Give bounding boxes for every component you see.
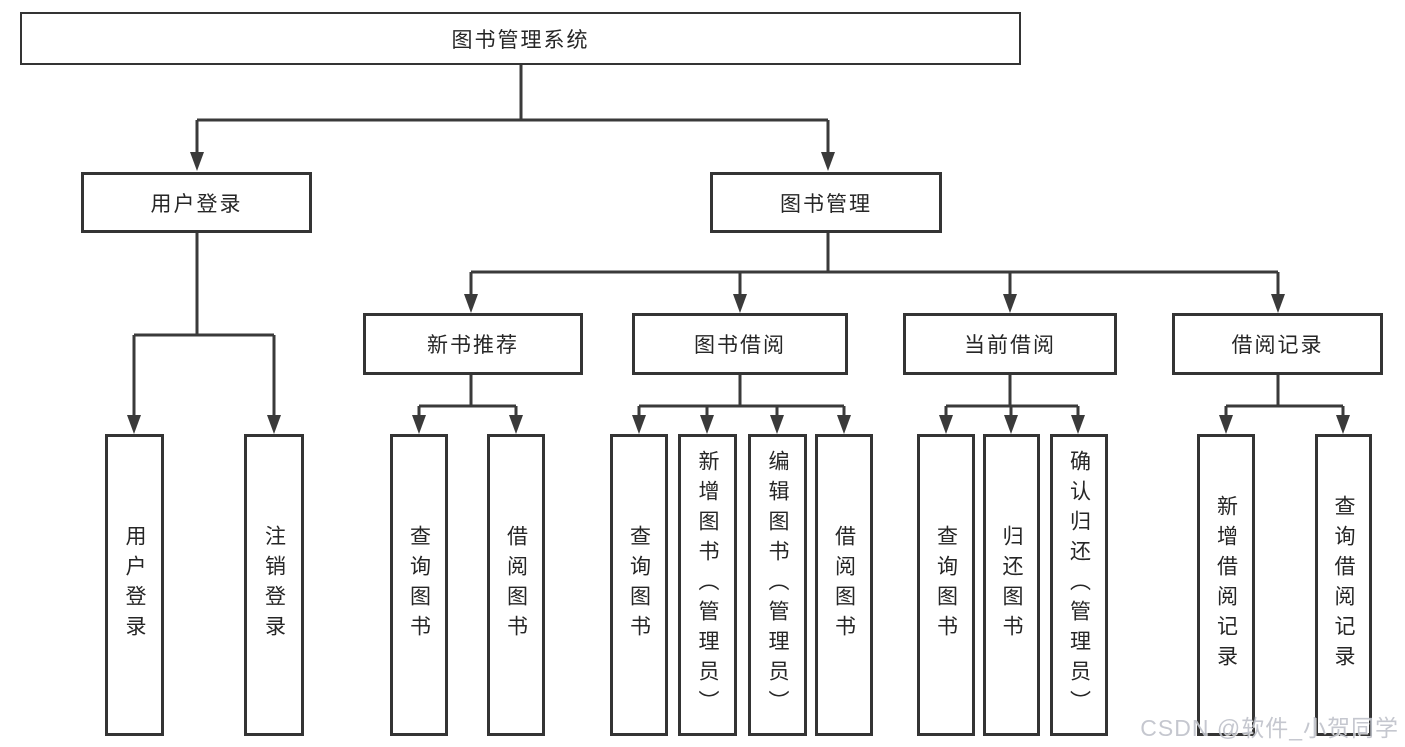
node-book-borrow: 图书借阅 <box>632 313 848 375</box>
edge-user-login-to-leaves <box>132 233 276 416</box>
node-label: 借阅图书 <box>504 525 528 645</box>
node-label: 查询借阅记录 <box>1332 495 1355 675</box>
node-label: 编辑图书（管理员） <box>766 450 789 720</box>
node-label: 借阅图书 <box>832 525 856 645</box>
leaf-query-books-borrow: 查询图书 <box>610 434 668 736</box>
arrow-icon <box>190 152 204 171</box>
node-label: 借阅记录 <box>1231 334 1324 357</box>
arrow-icon <box>939 415 953 434</box>
arrow-icon <box>821 152 835 171</box>
arrow-icon <box>1071 415 1085 434</box>
leaf-borrow-books-recommend: 借阅图书 <box>487 434 545 736</box>
node-label: 用户登录 <box>123 525 146 645</box>
leaf-borrow-books: 借阅图书 <box>815 434 873 736</box>
node-borrow-records: 借阅记录 <box>1172 313 1383 375</box>
leaf-query-books-current: 查询图书 <box>917 434 975 736</box>
arrow-icon <box>770 415 784 434</box>
arrow-icon <box>509 415 523 434</box>
node-label: 新增图书（管理员） <box>696 450 719 720</box>
leaf-user-login: 用户登录 <box>105 434 164 736</box>
edge-book-borrow-to-leaves <box>637 375 846 416</box>
arrow-icon <box>733 294 747 313</box>
node-label: 新书推荐 <box>427 334 519 357</box>
arrow-icon <box>1271 294 1285 313</box>
node-label: 归还图书 <box>1000 525 1023 645</box>
arrow-icon <box>412 415 426 434</box>
node-library-system: 图书管理系统 <box>20 12 1021 65</box>
node-label: 查询图书 <box>627 525 651 645</box>
leaf-add-borrow-record: 新增借阅记录 <box>1197 434 1255 736</box>
leaf-logout: 注销登录 <box>244 434 304 736</box>
node-user-login: 用户登录 <box>81 172 312 233</box>
node-label: 新增借阅记录 <box>1214 495 1238 675</box>
node-label: 图书管理系统 <box>451 28 590 52</box>
arrow-icon <box>1219 415 1233 434</box>
edge-borrow-records-to-leaves <box>1224 375 1345 416</box>
arrow-icon <box>700 415 714 434</box>
node-label: 图书管理 <box>780 192 872 216</box>
node-label: 图书借阅 <box>694 334 786 357</box>
node-label: 注销登录 <box>262 525 286 645</box>
node-label: 当前借阅 <box>964 334 1056 357</box>
arrow-icon <box>1336 415 1350 434</box>
edge-root-to-level2 <box>195 64 830 153</box>
arrow-icon <box>1003 294 1017 313</box>
leaf-return-books: 归还图书 <box>983 434 1040 736</box>
edge-new-books-to-leaves <box>417 375 518 416</box>
node-label: 用户登录 <box>150 192 243 216</box>
node-current-borrow: 当前借阅 <box>903 313 1117 375</box>
csdn-watermark: CSDN @软件_小贺同学 <box>1140 715 1399 741</box>
leaf-query-books-recommend: 查询图书 <box>390 434 448 736</box>
node-book-management: 图书管理 <box>710 172 942 233</box>
arrow-icon <box>1004 415 1018 434</box>
leaf-query-borrow-record: 查询借阅记录 <box>1315 434 1372 736</box>
node-label: 确认归还（管理员） <box>1067 450 1091 720</box>
arrow-icon <box>267 415 281 434</box>
arrow-icon <box>632 415 646 434</box>
arrow-icon <box>837 415 851 434</box>
node-label: 查询图书 <box>407 525 431 645</box>
edge-current-borrow-to-leaves <box>944 375 1080 416</box>
edge-book-mgmt-to-level3 <box>469 233 1280 295</box>
node-label: 查询图书 <box>934 525 958 645</box>
arrow-icon <box>464 294 478 313</box>
leaf-confirm-return-admin: 确认归还（管理员） <box>1050 434 1108 736</box>
node-new-book-recommend: 新书推荐 <box>363 313 583 375</box>
leaf-edit-book-admin: 编辑图书（管理员） <box>748 434 807 736</box>
leaf-add-book-admin: 新增图书（管理员） <box>678 434 737 736</box>
arrow-icon <box>127 415 141 434</box>
